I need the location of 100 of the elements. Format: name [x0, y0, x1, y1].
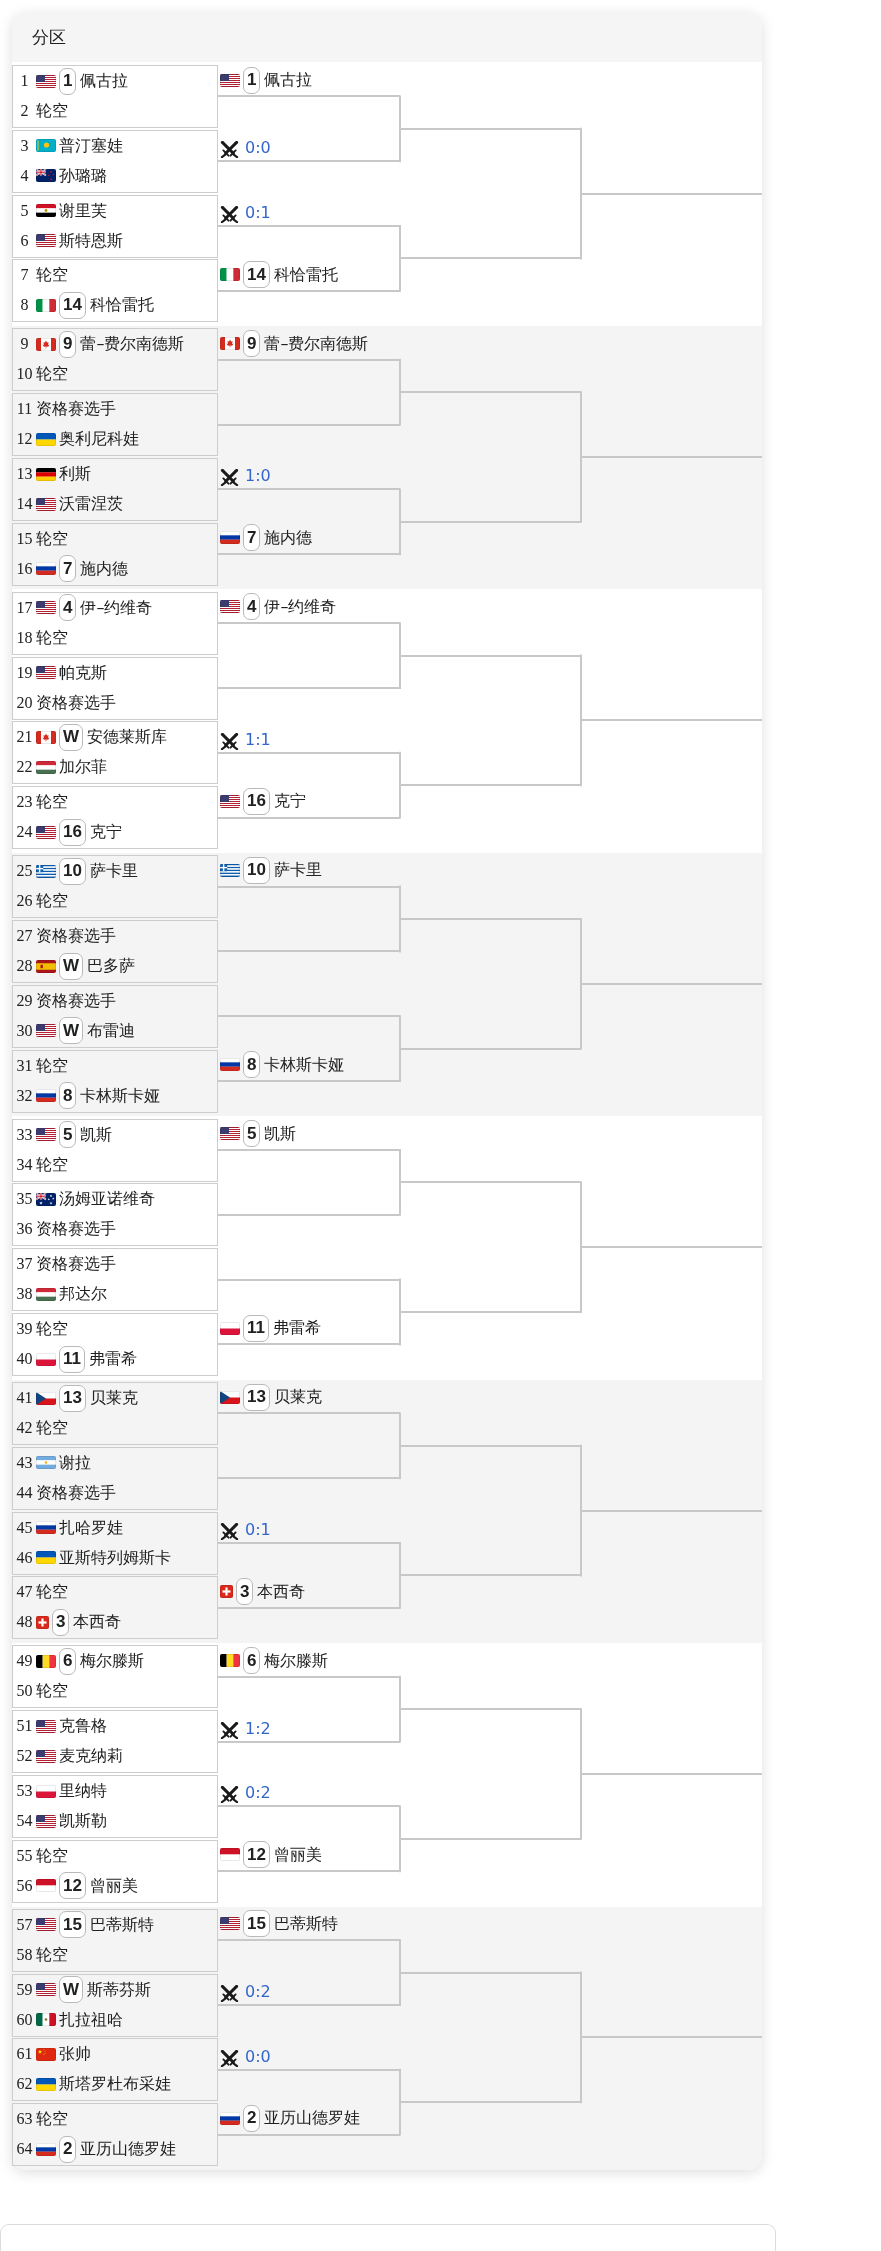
- player-name: 汤姆亚诺维奇: [59, 1189, 155, 1210]
- player-name: 凯斯: [80, 1124, 113, 1145]
- seed-badge: 13: [243, 1383, 270, 1411]
- bracket-line: [581, 719, 762, 722]
- draw-number: 52: [15, 1746, 34, 1767]
- bracket-slot: [218, 1118, 400, 1151]
- bracket-line: [399, 1574, 401, 1609]
- draw-number: 25: [15, 861, 34, 882]
- player-name: 蕾–费尔南德斯: [80, 334, 185, 355]
- draw-number: 6: [19, 230, 30, 251]
- bracket-slot: [218, 1576, 400, 1609]
- match-box: [12, 194, 218, 258]
- draw-number: 55: [15, 1845, 34, 1866]
- draw-number: 49: [15, 1651, 34, 1672]
- player-name: 伊–约维奇: [264, 597, 337, 617]
- player-name: 布雷迪: [87, 1020, 136, 1041]
- player-name: 安德莱斯库: [87, 727, 168, 748]
- bracket-line: [399, 2101, 401, 2136]
- bracket-line: [580, 456, 582, 523]
- bracket-line: [400, 918, 581, 920]
- draw-number: 42: [15, 1418, 34, 1438]
- bracket-line: [218, 1213, 400, 1216]
- bracket-line: [400, 1181, 581, 1184]
- match-box: [12, 1049, 218, 1113]
- bracket-line: [400, 1574, 581, 1577]
- draw-number: 8: [19, 295, 30, 316]
- bracket-line: [399, 1278, 401, 1313]
- bracket-line: [399, 488, 401, 523]
- bracket-slot: [218, 1382, 400, 1415]
- bracket-slot: [218, 2103, 400, 2136]
- match-box: [12, 984, 218, 1048]
- player-name: 亚斯特列姆斯卡: [59, 1547, 171, 1568]
- draw-number: 54: [15, 1811, 34, 1831]
- seed-badge: 14: [243, 261, 270, 289]
- bracket-line: [399, 1939, 401, 1974]
- panel-title: 分区: [32, 26, 66, 48]
- player-name: 蕾–费尔南德斯: [264, 333, 369, 354]
- player-name: 亚历山德罗娃: [264, 2108, 361, 2129]
- seed-badge: 12: [243, 1841, 270, 1869]
- draw-number: 43: [15, 1452, 34, 1473]
- player-name: 帕克斯: [59, 662, 107, 683]
- score-link: 1:1: [245, 729, 271, 750]
- score-link: 1:0: [245, 466, 271, 487]
- bracket-line: [400, 1708, 581, 1711]
- player-name: 克宁: [273, 791, 306, 812]
- bracket-line: [399, 1805, 401, 1840]
- player-name: 轮空: [36, 792, 68, 813]
- draw-number: 53: [15, 1781, 34, 1801]
- seed-badge: 15: [243, 1910, 270, 1938]
- draw-number: 47: [15, 1582, 34, 1603]
- match-box: [12, 920, 218, 983]
- player-name: 资格赛选手: [36, 926, 116, 946]
- player-name: 本西奇: [73, 1612, 122, 1633]
- player-name: 施内德: [80, 558, 129, 579]
- draw-number: 13: [15, 464, 34, 484]
- bracket-line: [580, 1708, 582, 1775]
- bracket-line: [399, 257, 401, 292]
- bracket-line: [399, 2068, 401, 2104]
- match-box: [12, 1313, 218, 1376]
- player-name: 本西奇: [257, 1581, 306, 1602]
- draw-number: 41: [15, 1388, 34, 1408]
- draw-number: 64: [15, 2139, 34, 2160]
- bracket-line: [399, 1311, 401, 1346]
- draw-number: 14: [15, 494, 34, 514]
- player-name: 轮空: [36, 528, 68, 549]
- bracket-line: [399, 95, 401, 130]
- player-name: 轮空: [36, 1681, 68, 1702]
- bracket-slot: [218, 1313, 400, 1346]
- player-name: 扎哈罗娃: [59, 1517, 123, 1538]
- match-box: [12, 2103, 218, 2167]
- match-box: [12, 1908, 218, 1972]
- draw-number: 26: [15, 891, 34, 912]
- seed-badge: 16: [243, 787, 270, 815]
- player-name: 轮空: [36, 265, 68, 286]
- player-name: 卡林斯卡娅: [264, 1054, 345, 1075]
- draw-number: 5: [19, 200, 30, 221]
- match-box: [12, 855, 218, 919]
- draw-number: 56: [15, 1875, 34, 1896]
- match-box: [12, 1839, 218, 1903]
- draw-number: 36: [15, 1219, 34, 1240]
- bracket-line: [218, 1015, 400, 1018]
- player-name: 伊–约维奇: [80, 597, 153, 618]
- seed-badge: 6: [243, 1647, 261, 1675]
- match-box: [12, 1511, 218, 1575]
- bracket-line: [218, 1477, 400, 1480]
- match-box: [12, 1118, 218, 1182]
- bracket-line: [399, 751, 401, 787]
- player-name: 克鲁格: [59, 1716, 107, 1737]
- bracket-line: [399, 1181, 401, 1216]
- draw-number: 38: [15, 1284, 34, 1305]
- match-box: [12, 1645, 218, 1709]
- bracket-line: [581, 2036, 762, 2039]
- score-link: 0:0: [245, 138, 271, 159]
- bracket-line: [399, 885, 401, 920]
- player-name: 加尔菲: [59, 757, 107, 778]
- bracket-line: [399, 1047, 401, 1082]
- draw-number: 44: [15, 1482, 34, 1503]
- bracket-slot: [218, 328, 400, 361]
- draw-number: 22: [15, 757, 34, 778]
- bracket-line: [399, 1149, 401, 1184]
